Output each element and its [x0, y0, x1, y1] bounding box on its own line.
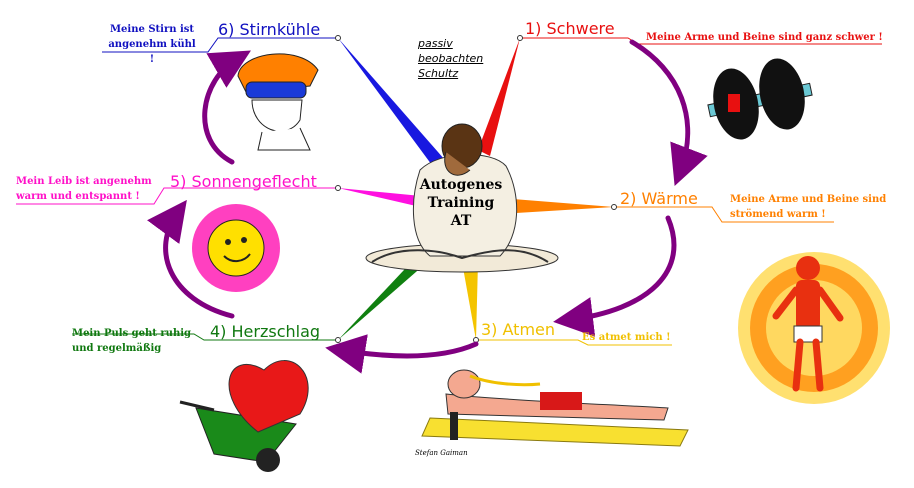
- phrase-sonnengeflecht-line-1: Mein Leib ist angenehm: [16, 176, 152, 187]
- arrow-3-to-4: [325, 334, 479, 374]
- sunbather-icon: [421, 369, 689, 447]
- phrase-herzschlag-line-1: Mein Puls geht ruhig: [72, 328, 192, 339]
- dumbbell-icon: [707, 58, 813, 140]
- phrase-stirnkuehle-line-1: Meine Stirn ist: [109, 24, 195, 35]
- phrase-herzschlag-line-2: und regelmäßig: [72, 343, 162, 354]
- phrase-sonnengeflecht: Mein Leib ist angenehm warm und entspann…: [16, 174, 152, 204]
- ray-waerme: [500, 198, 614, 214]
- phrase-herzschlag: Mein Puls geht ruhig und regelmäßig: [72, 326, 191, 356]
- stage-label-atmen: 3) Atmen: [481, 320, 556, 339]
- phrase-schwere: Meine Arme und Beine sind ganz schwer !: [646, 32, 883, 43]
- heart-wheelbarrow-icon: [179, 360, 309, 472]
- meditating-person-icon: [365, 123, 559, 273]
- title-line-2: Training: [427, 195, 495, 211]
- arrow-5-to-6: [202, 50, 251, 165]
- notes: passiv beobachten Schultz: [418, 36, 483, 81]
- stage-label-sonnengeflecht: 5) Sonnengeflecht: [170, 172, 317, 191]
- note-schultz: Schultz: [418, 67, 459, 80]
- phrase-stirnkuehle-line-2: angenehm kühl !: [108, 39, 196, 65]
- stage-label-stirnkuehle: 6) Stirnkühle: [218, 20, 321, 39]
- leader-lines: [16, 37, 882, 346]
- phrase-stirnkuehle: Meine Stirn ist angenehm kühl !: [106, 22, 198, 67]
- goggles-head-icon: [237, 53, 319, 151]
- note-beobachten: beobachten: [418, 52, 484, 65]
- title-line-1: Autogenes: [419, 177, 503, 193]
- note-passiv: passiv: [418, 37, 453, 50]
- phrase-atmen: Es atmet mich !: [582, 332, 671, 343]
- arrow-4-to-5: [147, 199, 235, 319]
- ray-schwere: [478, 38, 520, 156]
- cycle-arrows: [147, 39, 708, 374]
- title-line-3: AT: [450, 213, 472, 229]
- signature: Stefan Gaiman: [415, 449, 468, 457]
- arrow-1-to-2: [629, 39, 708, 187]
- stage-label-herzschlag: 4) Herzschlag: [210, 322, 321, 341]
- stage-label-waerme: 2) Wärme: [620, 189, 698, 208]
- stage-label-schwere: 1) Schwere: [525, 19, 615, 38]
- center-title: Autogenes Training AT: [416, 176, 506, 230]
- phrase-waerme-line-2: strömend warm !: [730, 209, 826, 220]
- ray-stirnkuehle: [338, 38, 452, 176]
- phrase-waerme-line-1: Meine Arme und Beine sind: [730, 194, 887, 205]
- arrow-2-to-3: [553, 215, 677, 337]
- smiling-sun-icon: [192, 204, 280, 292]
- sun-person-icon: [738, 252, 890, 404]
- phrase-sonnengeflecht-line-2: warm und entspannt !: [16, 191, 140, 202]
- phrase-waerme: Meine Arme und Beine sind strömend warm …: [730, 192, 886, 222]
- ray-atmen: [462, 262, 478, 340]
